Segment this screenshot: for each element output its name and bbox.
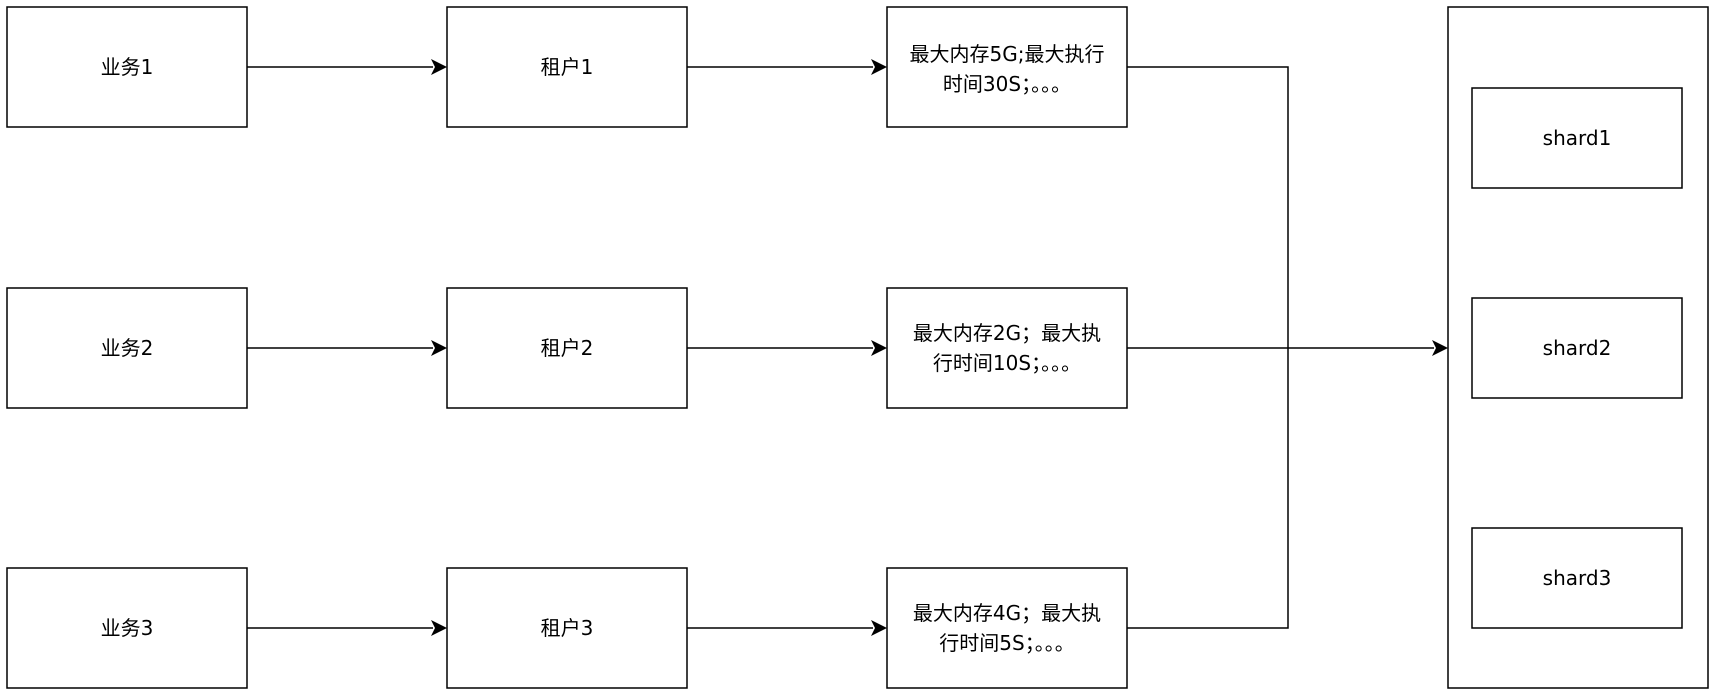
shard-box-2 xyxy=(1471,297,1683,399)
tenant-node-3: 租户3 xyxy=(446,567,688,689)
shard-label-3: shard3 xyxy=(1543,566,1612,590)
shard-node-3: shard3 xyxy=(1471,527,1683,629)
tenant-node-2: 租户2 xyxy=(446,287,688,409)
arrowhead xyxy=(871,59,887,75)
tenant-label-3: 租户3 xyxy=(541,616,594,640)
limit-text-1-line-1: 最大内存5G;最大执行 xyxy=(910,42,1105,66)
arrowhead xyxy=(431,59,447,75)
tenant-label-1: 租户1 xyxy=(541,55,594,79)
limit-node-1: 最大内存5G;最大执行 时间30S；。。。 xyxy=(886,6,1128,128)
limit-box-2 xyxy=(886,287,1128,409)
business-box-3 xyxy=(6,567,248,689)
shard-node-2: shard2 xyxy=(1471,297,1683,399)
limit-text-2-line-2: 行时间10S；。。。 xyxy=(933,351,1081,375)
edge-limit3-cluster xyxy=(1127,348,1289,629)
shard-label-2: shard2 xyxy=(1543,336,1612,360)
shard-label-1: shard1 xyxy=(1543,126,1612,150)
tenant-node-1: 租户1 xyxy=(446,6,688,128)
business-node-3: 业务3 xyxy=(6,567,248,689)
edge-tenant3-limit3 xyxy=(687,620,887,636)
edge-business1-tenant1 xyxy=(247,59,447,75)
arrowhead xyxy=(431,340,447,356)
edge-limit1-cluster xyxy=(1127,66,1289,348)
tenant-box-1 xyxy=(446,6,688,128)
edge-tenant1-limit1 xyxy=(687,59,887,75)
limit-text-2-line-1: 最大内存2G；最大执 xyxy=(913,321,1101,345)
business-label-2: 业务2 xyxy=(101,336,154,360)
business-node-1: 业务1 xyxy=(6,6,248,128)
business-box-2 xyxy=(6,287,248,409)
arrowhead xyxy=(1432,340,1448,356)
shard-node-1: shard1 xyxy=(1471,87,1683,189)
limit-box-1 xyxy=(886,6,1128,128)
business-label-1: 业务1 xyxy=(101,55,154,79)
edge-business3-tenant3 xyxy=(247,620,447,636)
limit-node-2: 最大内存2G；最大执 行时间10S；。。。 xyxy=(886,287,1128,409)
arrowhead xyxy=(871,620,887,636)
business-label-3: 业务3 xyxy=(101,616,154,640)
edge-limit2-cluster xyxy=(1127,340,1448,356)
limit-text-3-line-1: 最大内存4G；最大执 xyxy=(913,601,1101,625)
shard-cluster: shard1 shard2 shard3 xyxy=(1447,6,1709,689)
edge-tenant2-limit2 xyxy=(687,340,887,356)
limit-text-1-line-2: 时间30S；。。。 xyxy=(943,72,1071,96)
limit-box-3 xyxy=(886,567,1128,689)
shard-box-1 xyxy=(1471,87,1683,189)
tenant-box-3 xyxy=(446,567,688,689)
limit-text-3-line-2: 行时间5S；。。。 xyxy=(939,631,1074,655)
arrowhead xyxy=(431,620,447,636)
tenant-label-2: 租户2 xyxy=(541,336,594,360)
business-box-1 xyxy=(6,6,248,128)
business-node-2: 业务2 xyxy=(6,287,248,409)
tenant-box-2 xyxy=(446,287,688,409)
shard-box-3 xyxy=(1471,527,1683,629)
arrowhead xyxy=(871,340,887,356)
limit-node-3: 最大内存4G；最大执 行时间5S；。。。 xyxy=(886,567,1128,689)
edge-business2-tenant2 xyxy=(247,340,447,356)
